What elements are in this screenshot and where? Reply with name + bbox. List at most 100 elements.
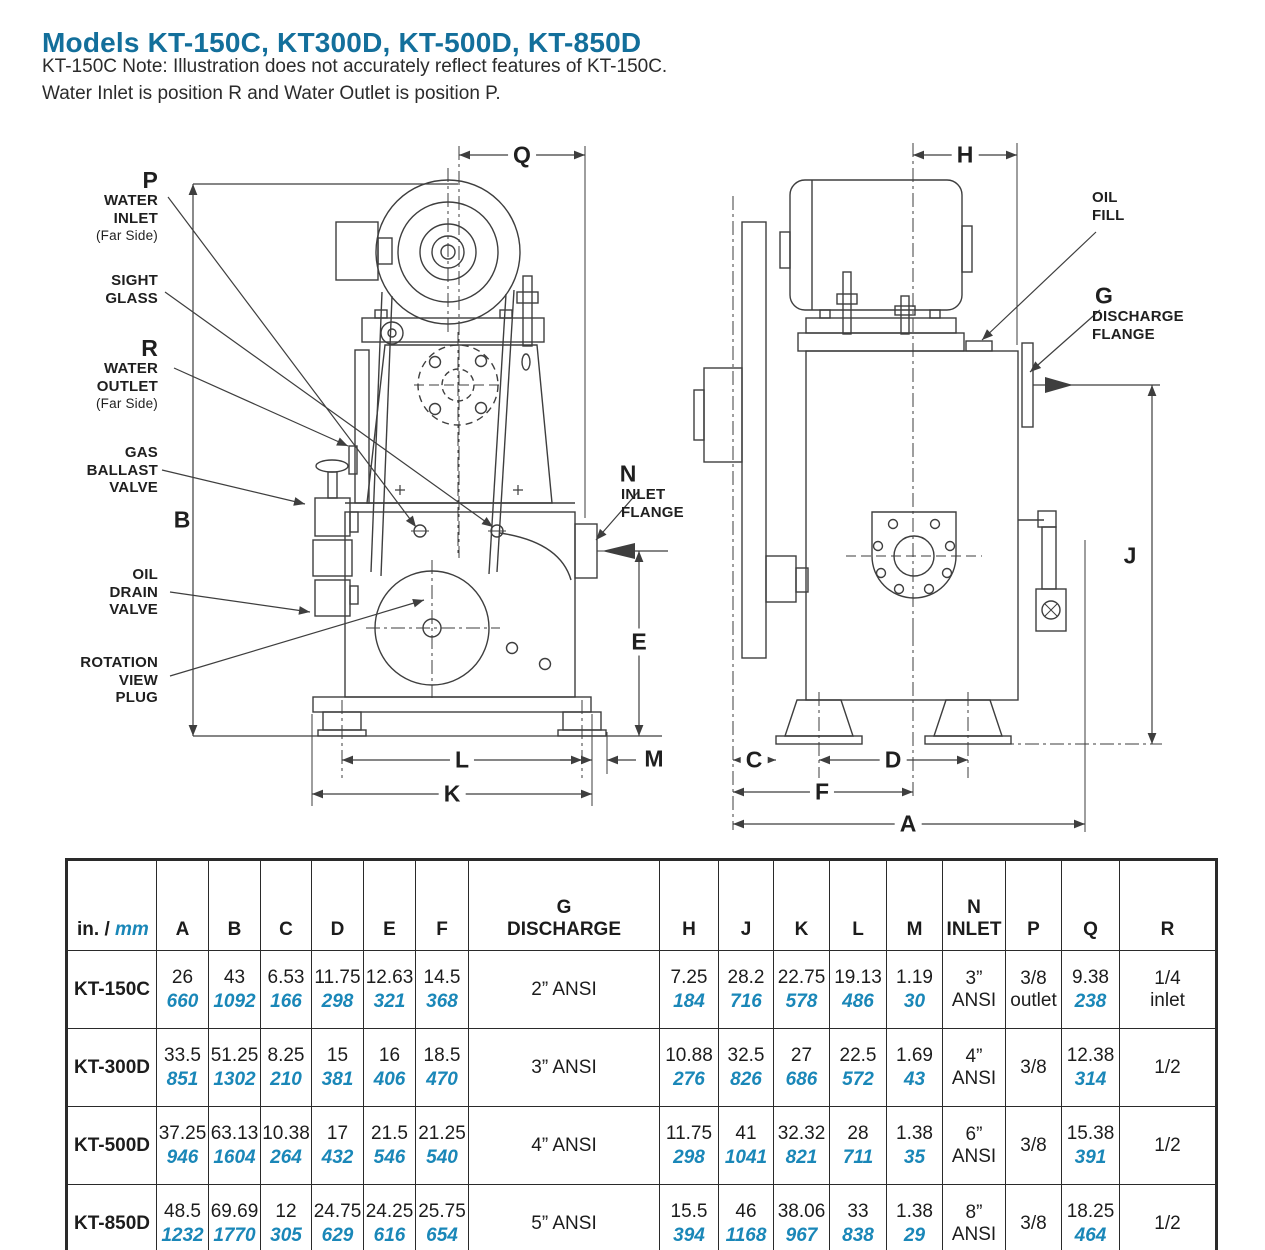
bolt-circle	[414, 332, 503, 555]
callout-oil-drain-valve: OIL DRAIN VALVE	[109, 566, 158, 619]
value-mm: 616	[373, 1224, 406, 1246]
model-name: KT-850D	[66, 1184, 157, 1250]
col-header-D: D	[311, 859, 364, 951]
value-inches: 10.88	[665, 1044, 713, 1066]
value-mm: 35	[903, 1146, 926, 1168]
value-mm: 1232	[161, 1224, 204, 1246]
model-name: KT-500D	[66, 1106, 157, 1185]
value-text: 3/8	[1020, 1212, 1047, 1234]
value-mm: 184	[673, 990, 705, 1012]
value-mm: 391	[1074, 1146, 1107, 1168]
value-inches: 14.5	[423, 966, 461, 988]
callout-gas-ballast-valve: GAS BALLAST VALVE	[86, 444, 158, 497]
value-inches: 28.2	[727, 966, 765, 988]
col-header-B: B	[208, 859, 261, 951]
value-mm: 572	[842, 1068, 874, 1090]
pump-body-side	[805, 340, 1034, 701]
gas-ballast-valve	[312, 459, 359, 617]
value-text: 3/8 outlet	[1010, 967, 1057, 1011]
value-inches: 15	[326, 1044, 349, 1066]
value-mm: 486	[842, 990, 874, 1012]
dim-letter-r: R	[141, 335, 158, 361]
value-inches: 7.25	[670, 966, 708, 988]
value-mm: 29	[903, 1224, 926, 1246]
dim-label-f: F	[809, 778, 835, 806]
col-header-R: R	[1119, 859, 1217, 951]
side-view-drawing	[693, 143, 1162, 832]
cell-N: 3” ANSI	[942, 950, 1006, 1029]
value-mm: 1092	[213, 990, 256, 1012]
dim-label-h: H	[951, 141, 979, 169]
value-text: 1/2	[1154, 1056, 1181, 1078]
value-text: 8” ANSI	[951, 1201, 997, 1245]
value-inches: 46	[735, 1200, 757, 1222]
page-title: Models KT-150C, KT300D, KT-500D, KT-850D	[42, 26, 642, 58]
callout-oil-fill: OIL FILL	[1092, 189, 1125, 224]
value-inches: 63.13	[210, 1122, 259, 1144]
value-inches: 6.53	[267, 966, 305, 988]
col-header-L: L	[829, 859, 887, 951]
value-mm: 166	[270, 990, 302, 1012]
value-text: 3/8	[1020, 1056, 1047, 1078]
callout-water-inlet: P WATER INLET (Far Side)	[18, 168, 158, 243]
value-text: 5” ANSI	[531, 1212, 597, 1234]
value-inches: 32.5	[727, 1044, 765, 1066]
value-inches: 19.13	[834, 966, 882, 988]
value-inches: 22.75	[777, 966, 826, 988]
value-mm: 686	[785, 1068, 818, 1090]
belt	[370, 289, 515, 577]
value-text: 1/2	[1154, 1212, 1181, 1234]
value-mm: 711	[842, 1146, 874, 1168]
dim-letter-n: N	[619, 460, 637, 487]
base-front	[312, 696, 607, 737]
value-inches: 48.5	[164, 1200, 201, 1222]
cell-G: 4” ANSI	[468, 1106, 660, 1185]
value-inches: 11.75	[665, 1122, 713, 1144]
value-mm: 1168	[725, 1224, 767, 1246]
value-mm: 276	[673, 1068, 705, 1090]
water-inlet-label: WATER INLET	[103, 192, 158, 227]
lower-pulley	[366, 560, 500, 698]
value-inches: 69.69	[210, 1200, 259, 1222]
value-mm: 716	[730, 990, 762, 1012]
value-text: 6” ANSI	[951, 1123, 997, 1167]
value-mm: 1302	[213, 1068, 256, 1090]
value-mm: 381	[321, 1068, 354, 1090]
value-inches: 8.25	[267, 1044, 305, 1066]
value-mm: 578	[785, 990, 818, 1012]
callout-rotation-view-plug: ROTATION VIEW PLUG	[80, 654, 158, 707]
unit-header: in. / mm	[66, 859, 157, 951]
value-inches: 1.69	[896, 1044, 933, 1066]
value-inches: 43	[223, 966, 246, 988]
value-text: 4” ANSI	[531, 1134, 597, 1156]
value-text: 1/2	[1154, 1134, 1181, 1156]
value-mm: 660	[166, 990, 199, 1012]
value-mm: 394	[673, 1224, 705, 1246]
value-mm: 368	[426, 990, 458, 1012]
motor-pulley	[335, 168, 521, 336]
value-mm: 406	[373, 1068, 406, 1090]
dim-label-m: M	[639, 745, 669, 773]
value-mm: 1770	[213, 1224, 256, 1246]
